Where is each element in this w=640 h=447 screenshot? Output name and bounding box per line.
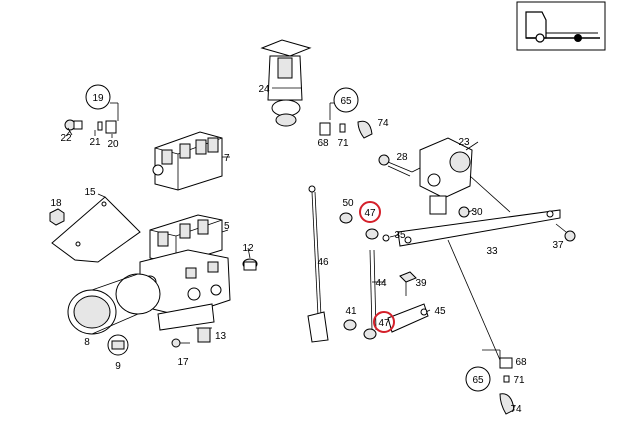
washer-41[interactable]	[343, 319, 357, 331]
fitting-group-19[interactable]	[64, 102, 119, 138]
lever-arm-33[interactable]	[397, 209, 561, 247]
levelling-valve-23[interactable]	[419, 137, 511, 215]
leader-lines	[67, 87, 501, 361]
label-33: 33	[486, 246, 498, 257]
callout-47-lower[interactable]: 47	[373, 311, 395, 333]
bushing-47-upper[interactable]	[365, 228, 379, 240]
label-68-upper: 68	[317, 138, 329, 149]
tool-9[interactable]	[107, 334, 129, 356]
washer-50[interactable]	[339, 212, 353, 224]
callout-65-lower[interactable]: 65	[465, 366, 491, 392]
label-45: 45	[434, 306, 446, 317]
bracket-45[interactable]	[387, 303, 429, 333]
callout-47-upper[interactable]: 47	[359, 201, 381, 223]
label-21: 21	[89, 137, 101, 148]
label-41: 41	[345, 306, 357, 317]
callout-65-upper[interactable]: 65	[333, 87, 359, 113]
label-28: 28	[396, 152, 408, 163]
filter-cap-8[interactable]	[67, 273, 161, 335]
label-71-lower: 71	[513, 375, 525, 386]
label-24: 24	[258, 84, 270, 95]
bracket-15[interactable]	[51, 193, 141, 263]
label-23: 23	[458, 137, 470, 148]
valve-assembly-5[interactable]	[139, 214, 231, 331]
bushing-47-lower[interactable]	[363, 328, 377, 340]
screw-35[interactable]	[382, 234, 390, 242]
callout-65-upper-text: 65	[340, 96, 352, 107]
part-labels: 22 21 20 7 18 15 5 12 8 9 13 17 24 68 71…	[50, 84, 564, 415]
plug-12[interactable]	[242, 258, 258, 271]
bolt-39[interactable]	[399, 271, 417, 296]
label-68-lower: 68	[515, 357, 527, 368]
label-18: 18	[50, 198, 62, 209]
label-74-lower: 74	[510, 404, 522, 415]
valve-block-7[interactable]	[152, 131, 230, 191]
label-8: 8	[84, 337, 90, 348]
label-15: 15	[84, 187, 96, 198]
label-13: 13	[215, 331, 227, 342]
callout-47-lower-text: 47	[378, 318, 390, 329]
bolt-37[interactable]	[555, 223, 576, 242]
fitting-group-65-lower[interactable]	[482, 349, 515, 415]
truck-chassis-icon	[516, 1, 606, 51]
label-20: 20	[107, 139, 119, 150]
label-35: 35	[394, 230, 406, 241]
callout-65-lower-text: 65	[472, 375, 484, 386]
callout-47-upper-text: 47	[364, 208, 376, 219]
label-50: 50	[342, 198, 354, 209]
bolt-28[interactable]	[378, 154, 413, 177]
label-46: 46	[317, 257, 329, 268]
fitting-group-65-upper[interactable]	[319, 102, 373, 139]
label-7: 7	[224, 153, 230, 164]
label-22: 22	[60, 133, 72, 144]
nut-30[interactable]	[458, 206, 470, 218]
label-17: 17	[177, 357, 189, 368]
bolt-18[interactable]	[49, 208, 65, 226]
label-44: 44	[375, 278, 387, 289]
label-37: 37	[552, 240, 564, 251]
callout-19[interactable]: 19	[85, 84, 111, 110]
label-9: 9	[115, 361, 121, 372]
label-12: 12	[242, 243, 254, 254]
screw-17[interactable]	[171, 338, 190, 348]
label-30: 30	[471, 207, 483, 218]
valve-24[interactable]	[260, 39, 312, 127]
rod-46[interactable]	[307, 185, 329, 343]
label-74-upper: 74	[377, 118, 389, 129]
callout-19-text: 19	[92, 93, 104, 104]
label-5: 5	[224, 221, 230, 232]
fitting-13[interactable]	[196, 327, 212, 343]
label-39: 39	[415, 278, 427, 289]
label-71-upper: 71	[337, 138, 349, 149]
